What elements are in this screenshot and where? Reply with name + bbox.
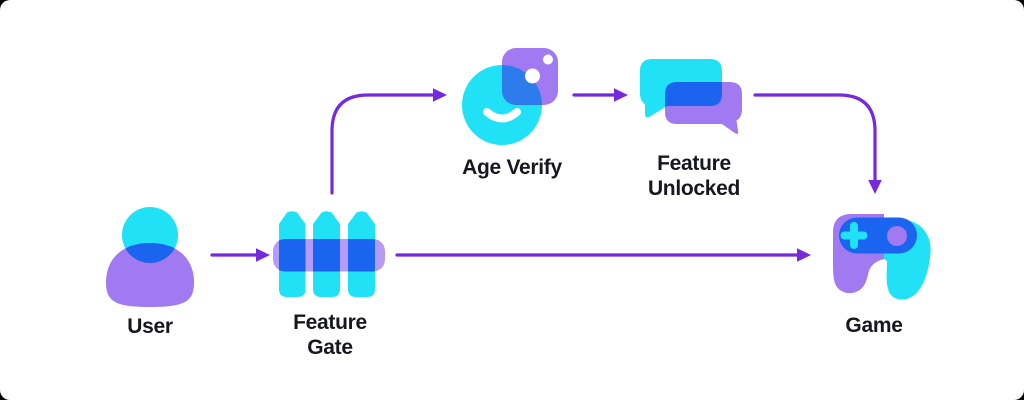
gamepad-icon: [833, 214, 931, 300]
edge-feature-gate-to-game: [395, 248, 811, 262]
fence-gate-icon: [273, 211, 385, 297]
chat-bubbles-icon: [640, 59, 742, 134]
node-label-feature-unlocked: Feature Unlocked: [647, 152, 741, 200]
edge-user-to-feature-gate: [210, 248, 270, 262]
node-label-user: User: [127, 315, 173, 338]
edge-age-verify-to-feature-unlocked: [572, 88, 628, 102]
dice-pip-small: [543, 54, 553, 65]
person-icon: [106, 207, 194, 307]
node-label-game: Game: [845, 314, 903, 337]
dice-pip-large: [525, 68, 540, 84]
gamepad-button: [887, 226, 907, 246]
edge-feature-unlocked-to-game: [753, 93, 882, 194]
edge-feature-gate-to-age-verify: [330, 88, 447, 195]
node-label-feature-gate: Feature Gate: [293, 311, 367, 359]
smile-mouth: [483, 108, 521, 123]
node-label-age-verify: Age Verify: [462, 156, 562, 179]
dpad-plus: [840, 222, 868, 249]
face-dice-icon: [462, 48, 558, 145]
